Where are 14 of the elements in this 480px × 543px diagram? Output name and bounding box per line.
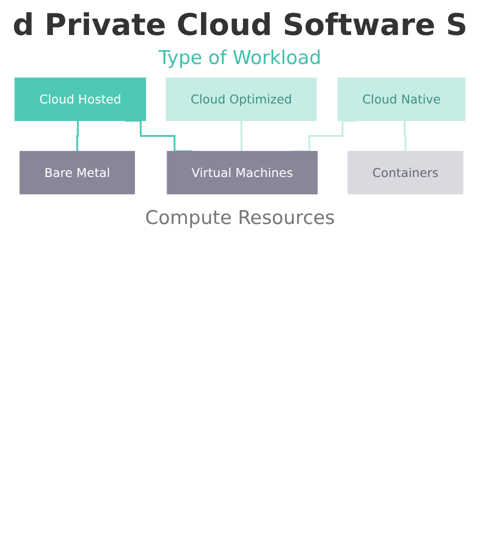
axis-caption: Compute Resources <box>144 206 336 229</box>
connector <box>124 120 192 152</box>
diagram-title: d Private Cloud Software S <box>12 8 468 43</box>
node-box: Cloud Native <box>338 78 466 121</box>
connector <box>240 120 243 152</box>
node-box: Bare Metal <box>20 150 135 194</box>
axis-caption: Type of Workload <box>158 47 322 69</box>
connector <box>403 120 406 152</box>
node-box: Cloud Hosted <box>14 78 146 121</box>
node-box: Containers <box>348 150 464 194</box>
connector <box>292 120 358 152</box>
node-box: Virtual Machines <box>166 150 318 194</box>
connector <box>76 120 80 152</box>
node-box: Cloud Optimized <box>166 78 317 121</box>
